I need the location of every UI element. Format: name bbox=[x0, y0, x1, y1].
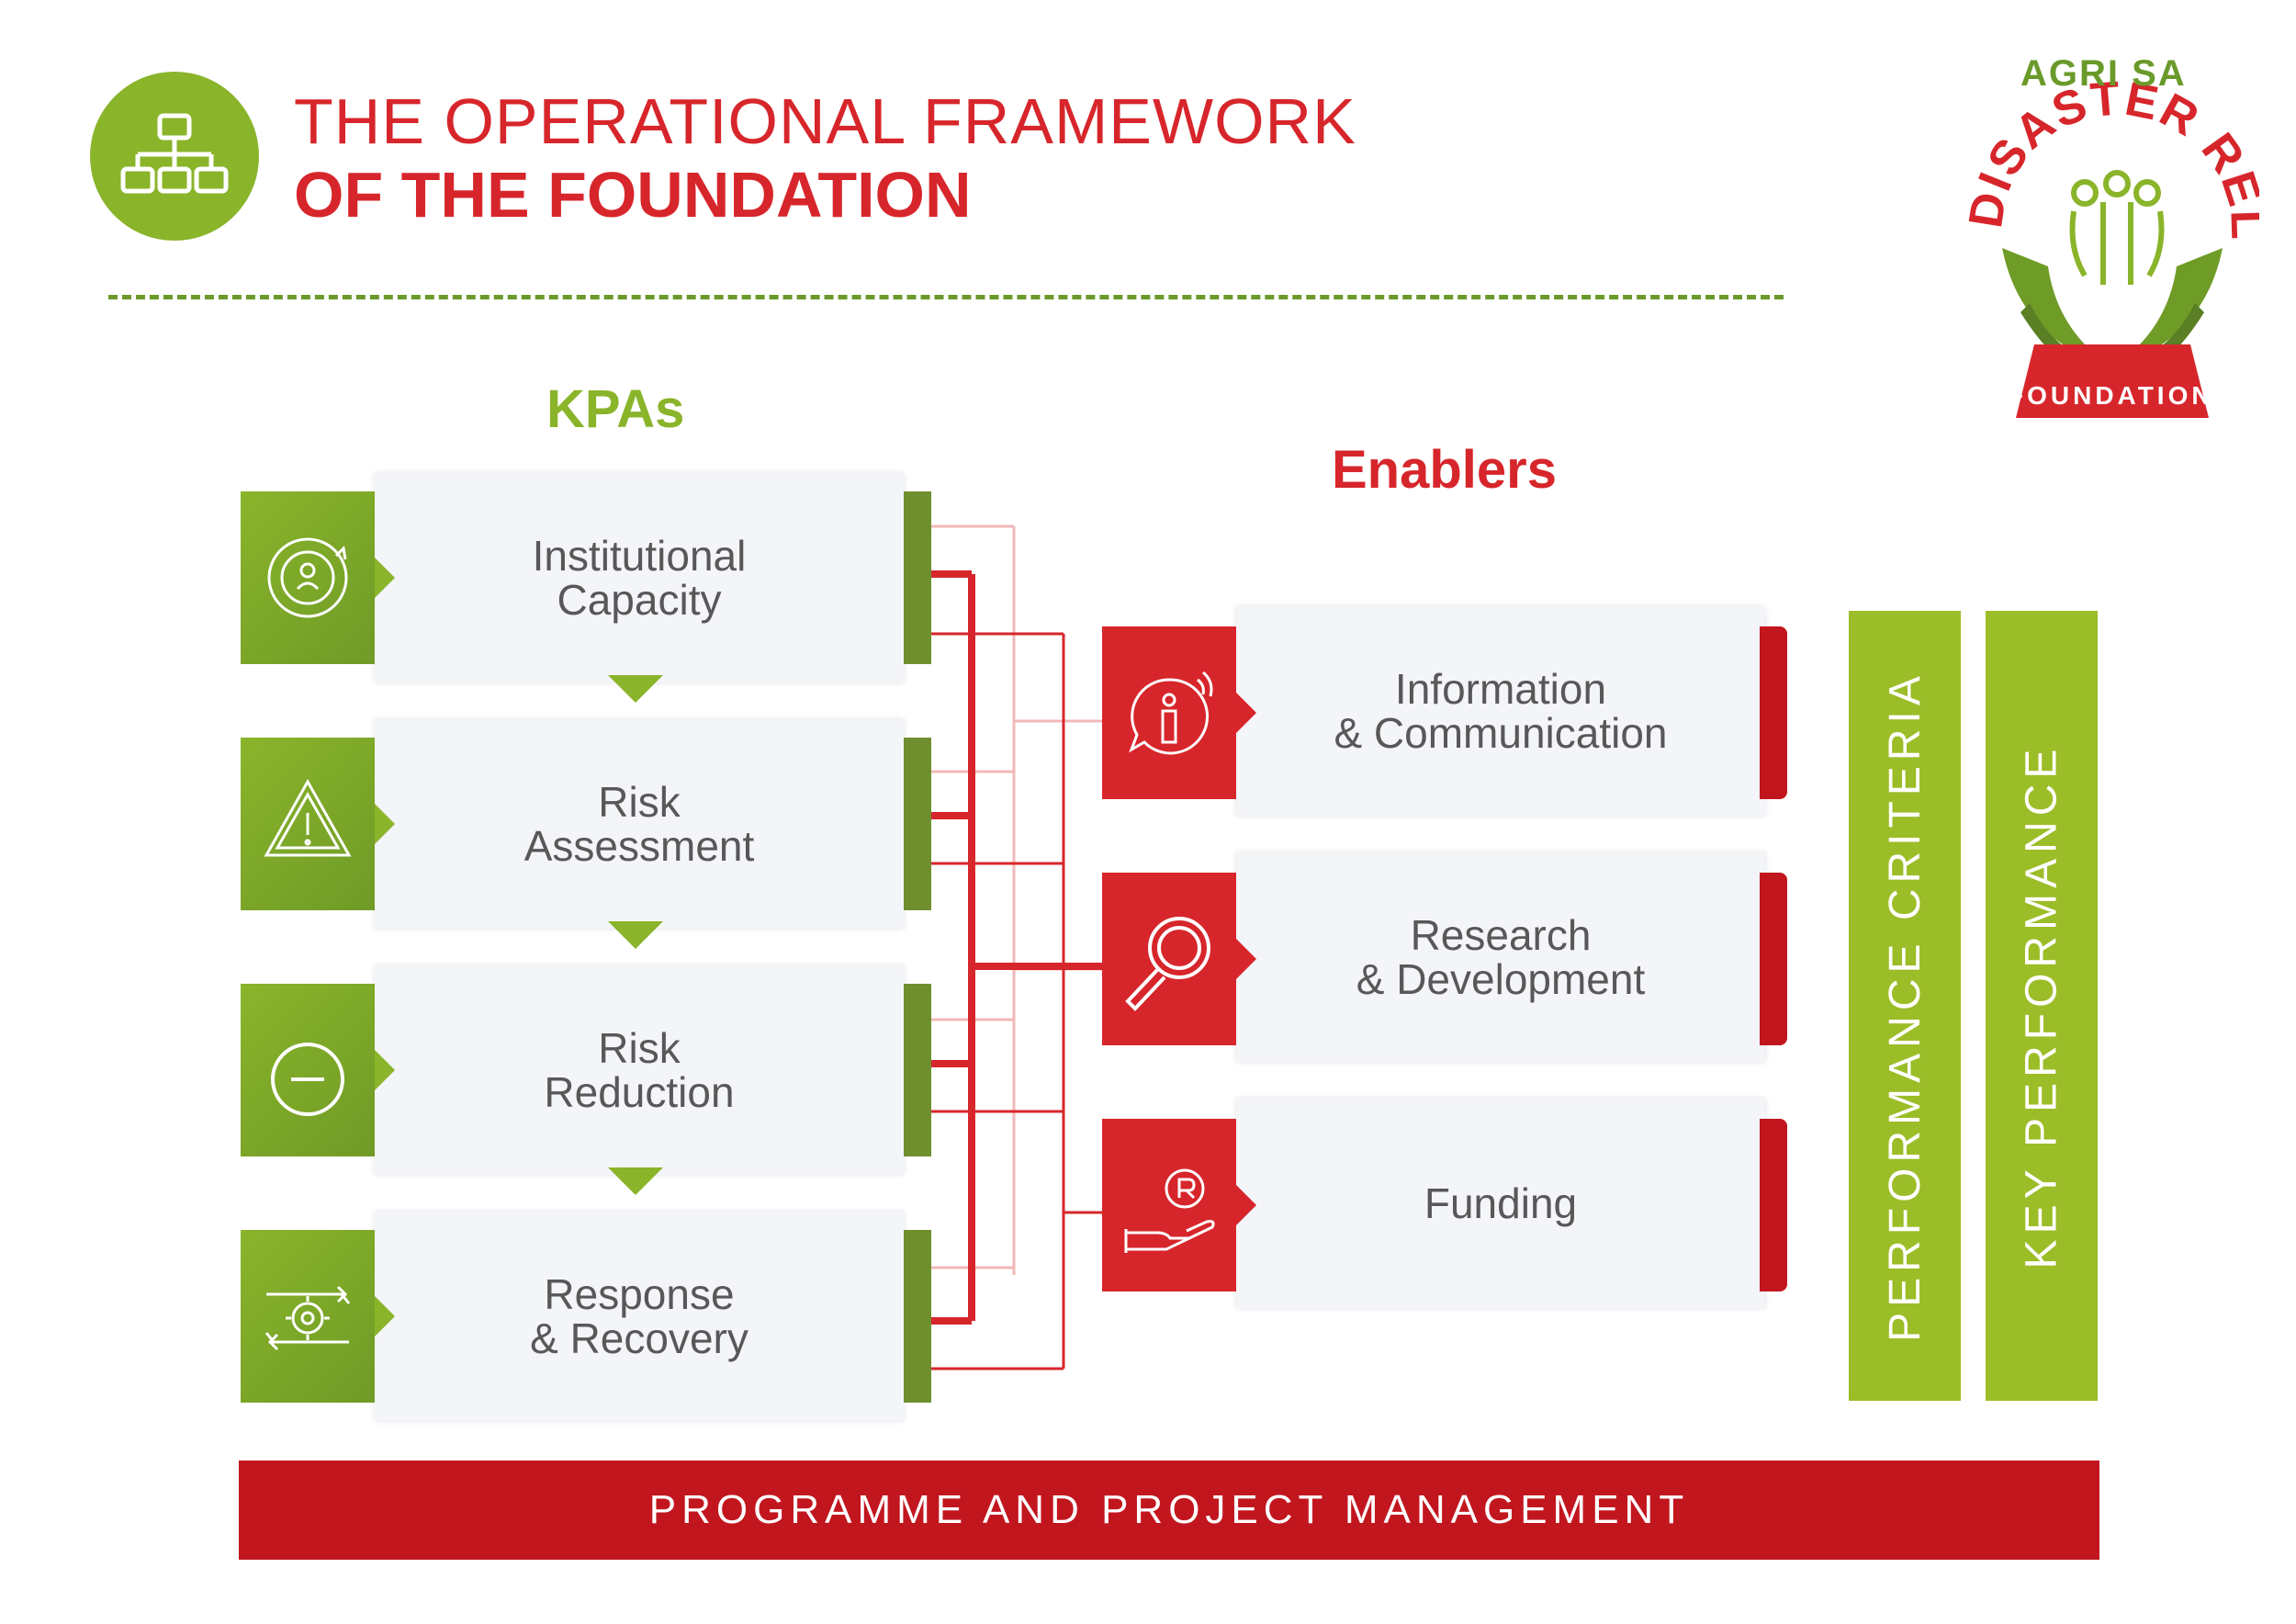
kpa-icon-box bbox=[241, 738, 395, 910]
flow-arrow-down bbox=[608, 675, 663, 703]
kpa-card-institutional-capacity: Institutional Capacity bbox=[375, 473, 904, 682]
kpa-icon-box bbox=[241, 1230, 395, 1403]
performance-criteria-bar: PERFORMANCE CRITERIA bbox=[1849, 611, 1961, 1401]
header-divider bbox=[108, 295, 1784, 299]
enabler-label: Funding bbox=[1424, 1179, 1578, 1227]
kpa-label: Response & Recovery bbox=[530, 1269, 748, 1362]
flow-arrow-down bbox=[608, 921, 663, 949]
flow-arrow-down bbox=[608, 1167, 663, 1195]
kpas-heading: KPAs bbox=[546, 379, 685, 439]
minus-circle-icon bbox=[271, 1043, 344, 1116]
people-cycle-icon bbox=[267, 537, 348, 618]
magnifier-icon bbox=[1125, 917, 1210, 1011]
vertical-bar-label: PERFORMANCE CRITERIA bbox=[1880, 670, 1930, 1342]
enablers-heading: Enablers bbox=[1332, 440, 1557, 500]
kpa-edge bbox=[904, 984, 931, 1156]
hand-coin-icon bbox=[1124, 1168, 1215, 1253]
kpa-card-response-recovery: Response & Recovery bbox=[375, 1212, 904, 1421]
enabler-icon-box bbox=[1102, 873, 1256, 1045]
enabler-edge bbox=[1760, 873, 1787, 1045]
warning-triangle-icon bbox=[264, 778, 352, 857]
enabler-card-information-communication: Information & Communication bbox=[1236, 606, 1765, 816]
header-icon-circle bbox=[90, 72, 259, 241]
org-chart-icon bbox=[120, 113, 229, 194]
kpa-label: Risk Reduction bbox=[544, 1023, 735, 1116]
kpa-label: Institutional Capacity bbox=[532, 531, 747, 624]
kpa-edge bbox=[904, 491, 931, 664]
enabler-icon-box bbox=[1102, 1119, 1256, 1291]
enabler-edge bbox=[1760, 626, 1787, 799]
kpa-label: Risk Assessment bbox=[523, 777, 755, 870]
logo-bottom-text: FOUNDATION bbox=[2008, 381, 2214, 410]
enabler-icon-box bbox=[1102, 626, 1256, 799]
connector-lines bbox=[918, 524, 1107, 1370]
enabler-label: Research & Development bbox=[1356, 910, 1646, 1003]
info-bubble-icon bbox=[1129, 671, 1213, 755]
page-title-line1: THE OPERATIONAL FRAMEWORK bbox=[294, 85, 1356, 157]
key-performance-bar: KEY PERFORMANCE bbox=[1986, 611, 2098, 1401]
enabler-label: Information & Communication bbox=[1334, 664, 1668, 757]
gear-cycle-icon bbox=[264, 1285, 351, 1351]
hands-people-icon: DISASTER RELIEF bbox=[1949, 0, 2272, 418]
kpa-edge bbox=[904, 1230, 931, 1403]
kpa-icon-box bbox=[241, 491, 395, 664]
enabler-card-research-development: Research & Development bbox=[1236, 852, 1765, 1062]
foundation-logo: DISASTER RELIEF bbox=[1949, 0, 2272, 432]
vertical-bar-label: KEY PERFORMANCE bbox=[2017, 743, 2066, 1269]
enabler-edge bbox=[1760, 1119, 1787, 1291]
enabler-card-funding: Funding bbox=[1236, 1099, 1765, 1308]
page-title-line2: OF THE FOUNDATION bbox=[294, 159, 972, 231]
bottom-bar-label: PROGRAMME AND PROJECT MANAGEMENT bbox=[648, 1487, 1690, 1532]
kpa-card-risk-reduction: Risk Reduction bbox=[375, 965, 904, 1175]
logo-top-text: AGRI SA bbox=[2020, 53, 2187, 94]
kpa-icon-box bbox=[241, 984, 395, 1156]
kpa-edge bbox=[904, 738, 931, 910]
programme-management-bar: PROGRAMME AND PROJECT MANAGEMENT bbox=[239, 1460, 2099, 1560]
kpa-card-risk-assessment: Risk Assessment bbox=[375, 719, 904, 929]
